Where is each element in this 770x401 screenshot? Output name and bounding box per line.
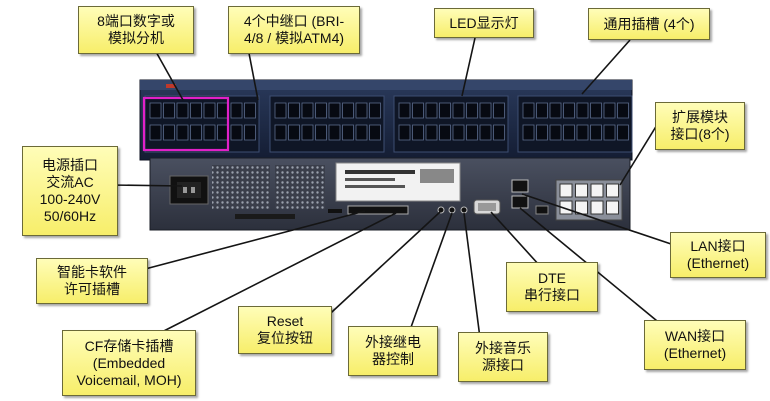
- rj45-port: [536, 124, 548, 141]
- rj45-port: [576, 102, 589, 119]
- smartcard-slot-shape: [347, 205, 409, 215]
- callout-cf: CF存储卡插槽 (Embedded Voicemail, MOH): [62, 330, 196, 396]
- rear-panel: [149, 157, 631, 231]
- rj45-port: [342, 102, 354, 119]
- rj45-port: [603, 102, 616, 119]
- expansion-port: [559, 183, 573, 198]
- callout-expansion: 扩展模块 接口(8个): [655, 102, 745, 150]
- expansion-port: [606, 200, 619, 215]
- callout-lan: LAN接口 (Ethernet): [670, 232, 766, 278]
- rj45-port: [479, 124, 492, 141]
- callout-relay: 外接继电 器控制: [348, 326, 438, 376]
- rj45-port: [549, 102, 562, 119]
- rj45-port: [244, 102, 256, 119]
- rj45-port: [439, 124, 451, 141]
- callout-slots: 通用插槽 (4个): [588, 8, 710, 40]
- rj45-port: [617, 102, 629, 119]
- rj45-port: [288, 102, 300, 119]
- rj45-port: [466, 124, 478, 141]
- rj45-port: [342, 124, 354, 141]
- rj45-port: [452, 124, 465, 141]
- callout-smartcard: 智能卡软件 许可插槽: [36, 258, 148, 304]
- rj45-port: [563, 124, 575, 141]
- rj45-port: [149, 102, 162, 119]
- callout-wan: WAN接口 (Ethernet): [644, 320, 746, 370]
- rj45-port: [412, 102, 424, 119]
- rj45-port: [576, 124, 589, 141]
- rj45-port: [176, 124, 189, 141]
- rj45-port: [412, 124, 424, 141]
- rj45-port: [536, 102, 548, 119]
- callout-dte: DTE 串行接口: [506, 262, 598, 312]
- rj45-port: [355, 102, 368, 119]
- port-modules: [144, 95, 633, 153]
- rj45-port: [328, 102, 341, 119]
- rj45-port: [328, 124, 341, 141]
- rj45-port: [452, 102, 465, 119]
- rj45-port: [369, 102, 381, 119]
- rj45-port: [466, 102, 478, 119]
- rj45-port: [274, 102, 287, 119]
- rj45-port: [522, 102, 535, 119]
- rj45-port: [274, 124, 287, 141]
- expansion-port: [606, 183, 619, 198]
- expansion-port: [575, 183, 588, 198]
- expansion-port: [590, 200, 604, 215]
- rj45-port: [493, 124, 505, 141]
- rj45-port: [479, 102, 492, 119]
- callout-analog-ext: 8端口数字或 模拟分机: [78, 6, 194, 54]
- rj45-port: [590, 102, 602, 119]
- rj45-port: [563, 102, 575, 119]
- rj45-port: [522, 124, 535, 141]
- callout-reset: Reset 复位按钮: [238, 306, 332, 354]
- rj45-port: [163, 102, 175, 119]
- rj45-port: [590, 124, 602, 141]
- callout-power: 电源插口 交流AC 100-240V 50/60Hz: [22, 146, 118, 236]
- front-panel: [139, 79, 633, 161]
- expansion-port: [590, 183, 604, 198]
- rj45-port: [203, 102, 216, 119]
- rj45-port: [355, 124, 368, 141]
- rj45-port: [425, 124, 438, 141]
- analog-ext-highlight: [142, 96, 230, 152]
- rj45-port: [369, 124, 381, 141]
- rj45-port: [439, 102, 451, 119]
- rj45-port: [315, 102, 327, 119]
- rj45-port: [398, 102, 411, 119]
- rj45-port: [176, 102, 189, 119]
- rj45-port: [190, 102, 202, 119]
- callout-music: 外接音乐 源接口: [458, 332, 548, 382]
- rj45-port: [617, 124, 629, 141]
- rj45-port: [493, 102, 505, 119]
- rj45-port: [217, 124, 229, 141]
- rj45-port: [549, 124, 562, 141]
- rj45-port: [398, 124, 411, 141]
- rj45-port: [149, 124, 162, 141]
- expansion-ports: [559, 183, 619, 215]
- callout-trunk: 4个中继口 (BRI- 4/8 / 模拟ATM4): [228, 6, 360, 54]
- rj45-port: [301, 102, 314, 119]
- rj45-port: [190, 124, 202, 141]
- rj45-port: [230, 102, 243, 119]
- callout-led: LED显示灯: [434, 8, 534, 38]
- rj45-port: [244, 124, 256, 141]
- rj45-port: [425, 102, 438, 119]
- rj45-port: [315, 124, 327, 141]
- rj45-port: [301, 124, 314, 141]
- rj45-port: [230, 124, 243, 141]
- rj45-port: [603, 124, 616, 141]
- rj45-port: [217, 102, 229, 119]
- rj45-port: [288, 124, 300, 141]
- rj45-port: [203, 124, 216, 141]
- rj45-port: [163, 124, 175, 141]
